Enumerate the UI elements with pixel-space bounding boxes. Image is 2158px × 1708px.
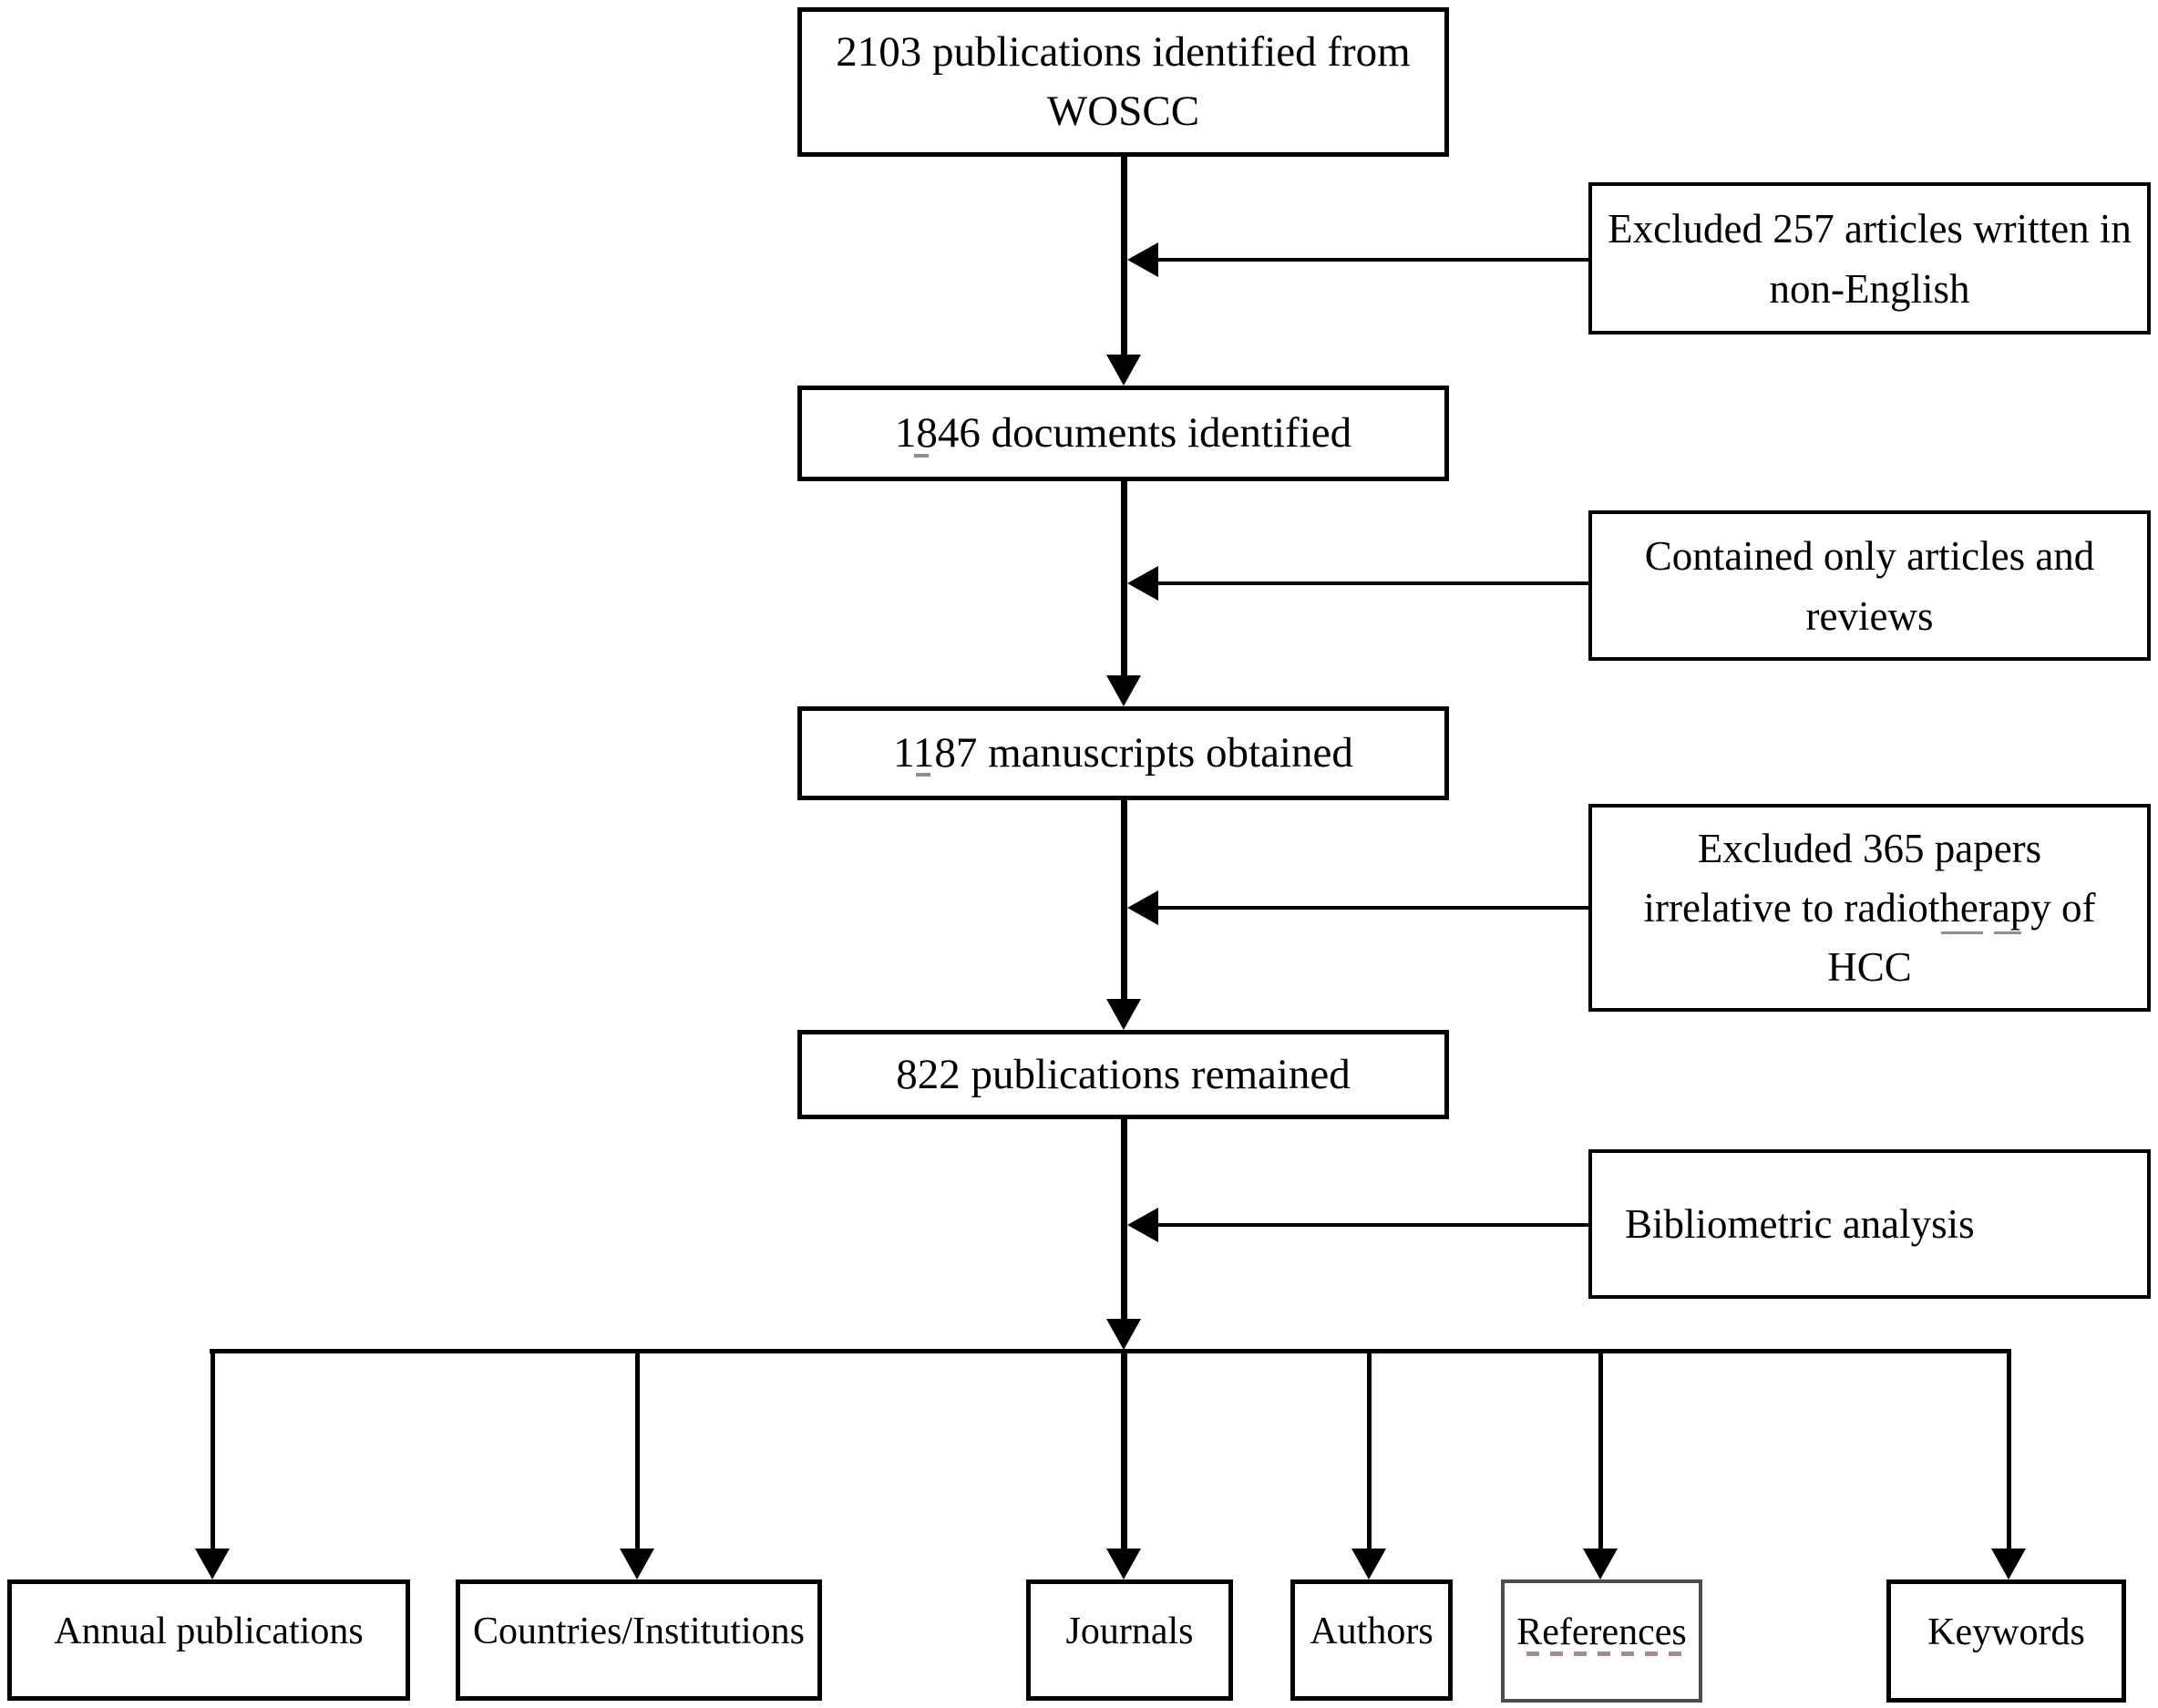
output-box-countries-institutions: Countries/Institutions [456,1579,822,1701]
main-arrowhead-1 [1106,355,1141,386]
references-underline [1526,1651,1692,1656]
side-box-excluded-non-english-line2: non-English [1769,265,1970,312]
side-arrow-line-2 [1153,581,1588,585]
flow-box-documents: 1846 documents identified [797,386,1449,481]
side-arrow-line-3 [1153,906,1588,910]
output-box-references-label: References [1516,1610,1687,1653]
flow-box-manuscripts-label: 1187 manuscripts obtained [893,729,1353,777]
output-box-journals: Journals [1026,1579,1233,1701]
side-box-bibliometric-label: Bibliometric analysis [1625,1201,1975,1247]
side-arrow-line-1 [1153,258,1588,262]
branch-arrowhead-journals [1106,1549,1141,1579]
output-box-annual-publications-label: Annual publications [54,1610,364,1652]
output-box-countries-institutions-label: Countries/Institutions [472,1610,805,1652]
branch-arrowhead-countries [620,1549,654,1579]
output-box-authors: Authors [1290,1579,1453,1701]
branch-arrowhead-authors [1351,1549,1386,1579]
branch-line-countries [635,1352,640,1552]
output-box-keywords: Keywords [1886,1579,2126,1703]
main-arrow-line-1 [1121,157,1127,358]
flow-box-manuscripts: 1187 manuscripts obtained [797,706,1449,800]
branch-arrowhead-references [1583,1549,1618,1579]
side-box-contained-articles-line2: reviews [1805,592,1934,639]
main-arrow-line-3 [1121,800,1127,1003]
main-arrowhead-4 [1106,1319,1141,1350]
main-arrowhead-3 [1106,999,1141,1030]
flow-box-identified-line2: WOSCC [1046,87,1200,135]
flow-box-documents-label: 1846 documents identified [894,409,1352,457]
output-box-annual-publications: Annual publications [7,1579,410,1701]
spellcheck-dash-1 [914,454,929,458]
output-box-journals-label: Journals [1065,1610,1194,1652]
output-box-authors-label: Authors [1310,1610,1434,1652]
main-arrow-line-2 [1121,481,1127,679]
side-arrowhead-4 [1127,1208,1158,1242]
branch-arrowhead-annual [195,1549,230,1579]
branch-line-authors [1367,1352,1372,1552]
branch-arrowhead-keywords [1991,1549,2026,1579]
branch-line-journals [1121,1352,1127,1552]
spellcheck-dash-3 [1941,931,1983,934]
main-arrowhead-2 [1106,675,1141,706]
side-arrowhead-3 [1127,890,1158,925]
side-box-excluded-irrelevant: Excluded 365 papers irrelative to radiot… [1588,804,2151,1012]
side-arrow-line-4 [1153,1223,1588,1227]
branch-line-keywords [2007,1352,2011,1552]
side-box-contained-articles-line1: Contained only articles and [1644,532,2095,579]
main-arrow-line-4 [1121,1119,1127,1322]
flow-box-remained: 822 publications remained [797,1030,1449,1119]
output-box-references: References [1501,1579,1702,1703]
flow-box-identified-line1: 2103 publications identified from [836,28,1411,76]
output-box-keywords-label: Keywords [1927,1610,2085,1653]
distribution-line [210,1349,2011,1353]
side-box-excluded-irrelevant-line2: irrelative to radiotherapy of [1643,884,2096,931]
side-arrowhead-2 [1127,566,1158,601]
side-box-excluded-non-english-line1: Excluded 257 articles written in [1608,205,2132,252]
spellcheck-dash-2 [916,773,930,777]
side-box-bibliometric: Bibliometric analysis [1588,1149,2151,1299]
branch-line-annual [211,1352,215,1552]
side-box-excluded-non-english: Excluded 257 articles written in non-Eng… [1588,182,2151,334]
side-box-excluded-irrelevant-line1: Excluded 365 papers [1697,825,2042,871]
side-box-excluded-irrelevant-line3: HCC [1827,943,1912,990]
branch-line-references [1598,1352,1603,1552]
flow-box-identified: 2103 publications identified from WOSCC [797,7,1449,157]
flow-box-remained-label: 822 publications remained [896,1050,1351,1098]
spellcheck-dash-4 [1994,931,2021,934]
side-box-contained-articles: Contained only articles and reviews [1588,510,2151,661]
side-arrowhead-1 [1127,242,1158,277]
